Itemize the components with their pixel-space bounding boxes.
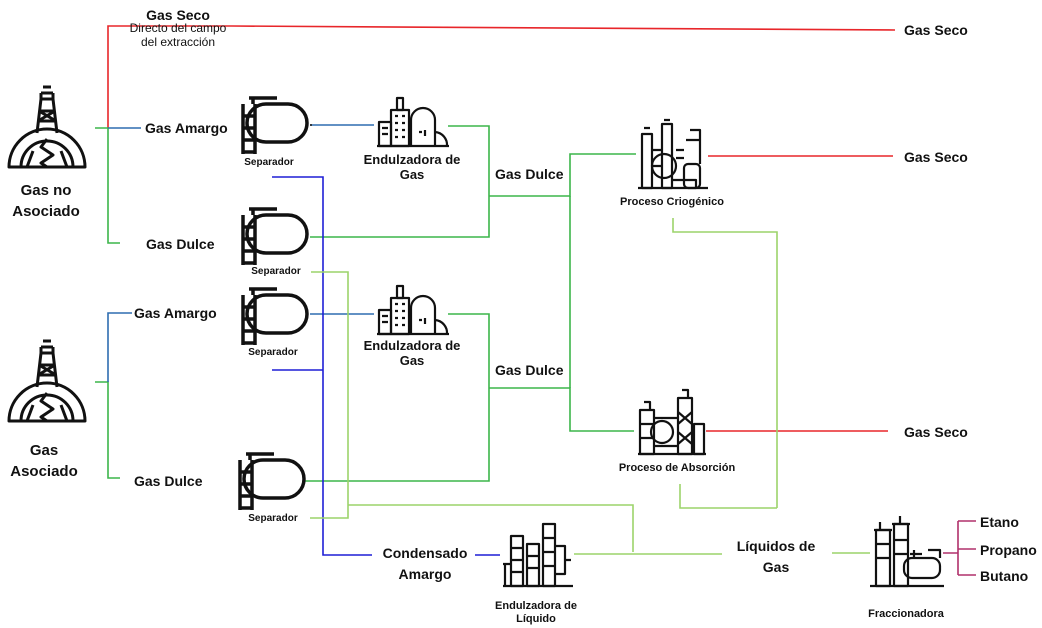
- fractionator-icon: [870, 516, 944, 588]
- label-separador-2: Separador: [251, 266, 301, 277]
- label-separador-1: Separador: [244, 157, 294, 168]
- label-endulzadora-gas-1a: Endulzadora de: [363, 152, 461, 167]
- label-fraccionadora: Fraccionadora: [868, 608, 944, 620]
- label-liquidos-b: Gas: [762, 559, 790, 575]
- oil-well-icon: [7, 339, 87, 423]
- fraction-bracket: [943, 520, 976, 576]
- liquid-sweetener-icon: [503, 522, 573, 588]
- label-proceso-absorcion: Proceso de Absorción: [618, 462, 736, 474]
- gas-dulce-branch-2: [95, 381, 120, 479]
- label-gas-amargo-1: Gas Amargo: [145, 120, 228, 136]
- hub1-to-crio: [489, 153, 636, 197]
- sweet-gas-lines: [95, 125, 636, 482]
- absorption-plant-icon: [638, 388, 706, 456]
- label-endulzadora-liquido-b: Líquido: [516, 613, 556, 625]
- output-butano: Butano: [980, 568, 1029, 584]
- hub2-to-abs: [489, 387, 634, 432]
- cryogenic-plant-icon: [638, 118, 708, 190]
- crio-to-liquids: [672, 218, 778, 508]
- output-gas-seco-crio: Gas Seco: [904, 149, 968, 165]
- label-separador-3: Separador: [248, 347, 298, 358]
- output-gas-seco-abs: Gas Seco: [904, 424, 968, 440]
- label-condensado-a: Condensado: [382, 545, 468, 561]
- sour-branch-2: [107, 312, 132, 382]
- label-gas-dulce-1: Gas Dulce: [146, 236, 215, 252]
- source-no-asociado-line1: Gas no: [20, 182, 72, 199]
- sweetener-plant-icon: [377, 284, 449, 336]
- output-etano: Etano: [980, 514, 1019, 530]
- top-gas-seco-sub1: Directo del campo: [129, 21, 227, 35]
- separator-tank-icon: [241, 207, 309, 265]
- label-liquidos-a: Líquidos de: [736, 538, 816, 554]
- separator-tank-icon: [238, 452, 306, 510]
- condensate-lines: [272, 176, 500, 556]
- label-endulzadora-gas-2a: Endulzadora de: [363, 338, 461, 353]
- label-condensado-b: Amargo: [398, 566, 452, 582]
- sour-gas-lines: [107, 124, 374, 382]
- output-gas-seco-top: Gas Seco: [904, 22, 968, 38]
- output-propano: Propano: [980, 542, 1037, 558]
- separator-tank-icon: [241, 287, 309, 345]
- label-endulzadora-gas-1b: Gas: [399, 167, 425, 182]
- label-gas-dulce-mid-1: Gas Dulce: [495, 166, 564, 182]
- sep2-liquids: [310, 271, 349, 519]
- liquids-lines: [310, 218, 870, 555]
- oil-well-icon: [7, 85, 87, 169]
- source-asociado-line2: Asociado: [10, 463, 78, 480]
- gas-dulce-branch-1: [95, 127, 120, 244]
- label-proceso-criogenico: Proceso Criogénico: [620, 196, 724, 208]
- dry-gas-direct-line: [107, 25, 896, 128]
- label-endulzadora-gas-2b: Gas: [399, 353, 425, 368]
- separator-tank-icon: [241, 96, 309, 154]
- source-asociado-line1: Gas: [29, 442, 59, 459]
- dry-gas-lines: [107, 25, 896, 432]
- label-gas-dulce-mid-2: Gas Dulce: [495, 362, 564, 378]
- label-gas-amargo-2: Gas Amargo: [134, 305, 217, 321]
- label-endulzadora-liquido-a: Endulzadora de: [495, 600, 577, 612]
- sweetener-plant-icon: [377, 96, 449, 148]
- liquids-collector: [348, 504, 634, 552]
- sweetener2-to-hub2: [305, 313, 490, 482]
- top-gas-seco-title: Gas Seco: [146, 7, 210, 23]
- label-separador-4: Separador: [248, 513, 298, 524]
- sweetener1-to-hub1: [310, 125, 490, 238]
- abs-to-liquids: [679, 484, 777, 509]
- top-gas-seco-sub2: del extracción: [140, 35, 216, 49]
- condensate-collector: [272, 176, 372, 556]
- fraction-lines: [943, 520, 976, 576]
- source-no-asociado-line2: Asociado: [12, 203, 80, 220]
- label-gas-dulce-2: Gas Dulce: [134, 473, 203, 489]
